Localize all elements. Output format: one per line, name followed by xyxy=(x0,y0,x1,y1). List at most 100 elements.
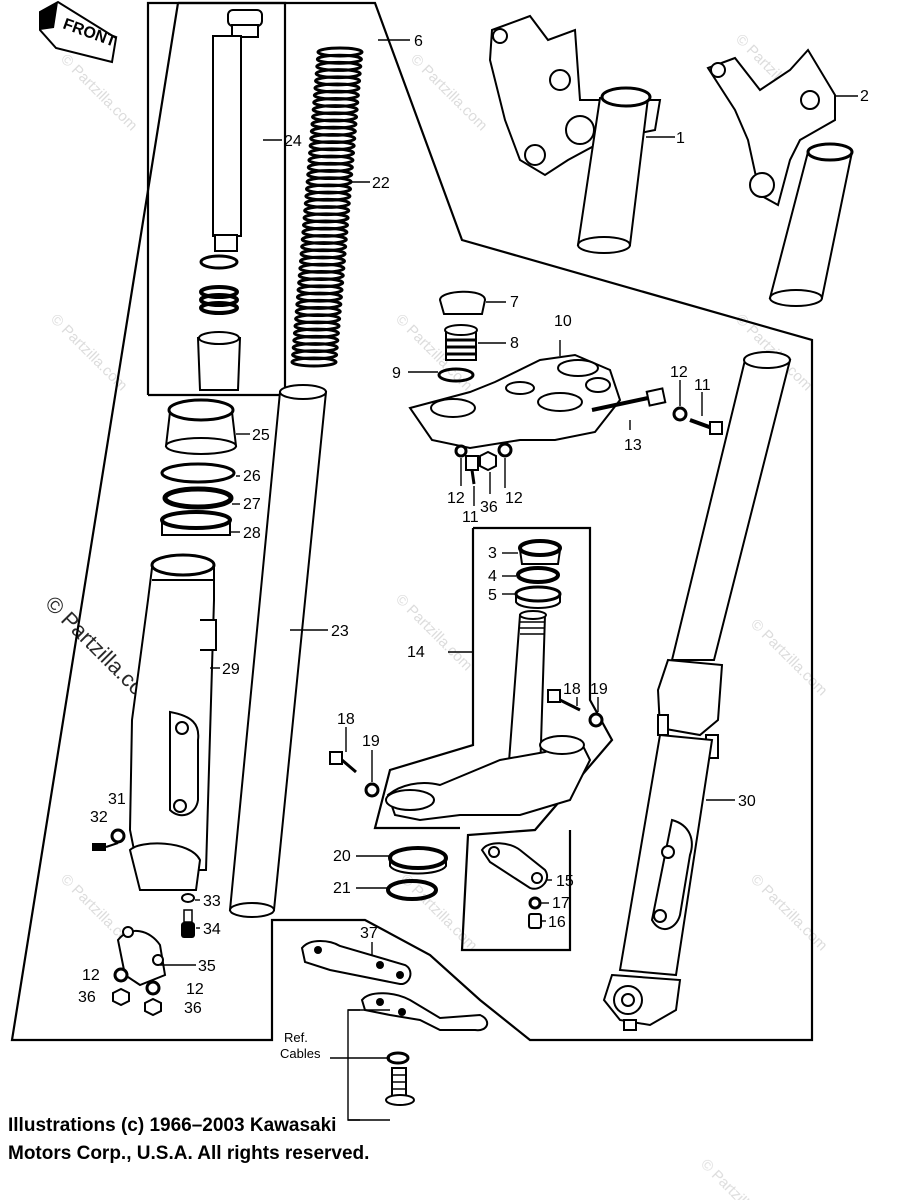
callout-8: 8 xyxy=(510,335,519,352)
callout-32: 32 xyxy=(90,809,108,826)
part-2-headlight-bracket-right xyxy=(706,48,854,307)
part-24-damper-rod xyxy=(196,9,263,391)
part-21-seal xyxy=(386,879,438,901)
part-5-bearing-race xyxy=(514,585,562,609)
part-12-washer xyxy=(497,442,513,458)
part-20-seal xyxy=(388,846,448,875)
part-12-washer xyxy=(145,980,161,996)
callout-12e: 12 xyxy=(186,981,204,998)
callout-23: 23 xyxy=(331,623,349,640)
part-34-bolt xyxy=(181,909,195,938)
callout-27: 27 xyxy=(243,496,261,513)
callout-12c: 12 xyxy=(505,490,523,507)
assembly-outlines xyxy=(10,1,814,1042)
callout-12b: 12 xyxy=(447,490,465,507)
copyright-line-1: Illustrations (c) 1966–2003 Kawasaki xyxy=(8,1115,337,1136)
ref-label: Ref. xyxy=(284,1030,308,1045)
callout-28: 28 xyxy=(243,525,261,542)
part-31-washer xyxy=(110,828,126,844)
callout-30: 30 xyxy=(738,793,756,810)
callout-29: 29 xyxy=(222,661,240,678)
callout-12a: 12 xyxy=(670,364,688,381)
part-15-plate xyxy=(480,842,549,890)
spring-coil xyxy=(290,356,338,368)
callout-10: 10 xyxy=(554,313,572,330)
callout-1: 1 xyxy=(676,130,685,147)
part-8-cap-bolt xyxy=(444,324,478,361)
callout-35: 35 xyxy=(198,958,216,975)
part-26-retaining-ring xyxy=(160,462,236,484)
callout-37: 37 xyxy=(360,925,378,942)
callout-36a: 36 xyxy=(78,989,96,1006)
callout-31: 31 xyxy=(108,791,126,808)
part-27-washer xyxy=(162,486,234,510)
watermark: © Partzilla.com xyxy=(747,616,830,699)
callout-16: 16 xyxy=(548,914,566,931)
watermark: © Partzilla.com xyxy=(697,1156,780,1200)
callout-36c: 36 xyxy=(480,499,498,516)
ref-cables-bracket xyxy=(330,1009,390,1121)
part-36-nut xyxy=(144,997,162,1017)
callout-34: 34 xyxy=(203,921,221,938)
part-37-cable-bracket xyxy=(300,940,489,1106)
callout-17: 17 xyxy=(552,895,570,912)
part-7-cap xyxy=(438,290,487,315)
watermark: © Partzilla.com xyxy=(57,51,140,134)
callout-24: 24 xyxy=(284,133,302,150)
part-30-outer-tube-right xyxy=(602,351,792,1031)
part-23-inner-tube xyxy=(228,384,328,918)
part-29-outer-tube-left xyxy=(128,553,217,891)
callout-22: 22 xyxy=(372,175,390,192)
part-36-nut xyxy=(479,450,497,472)
part-19-washer xyxy=(364,782,380,798)
part-33-washer xyxy=(181,893,195,903)
callout-2: 2 xyxy=(860,88,869,105)
copyright-notice: Illustrations (c) 1966–2003 Kawasaki Mot… xyxy=(8,1112,608,1168)
callout-33: 33 xyxy=(203,893,221,910)
callout-14: 14 xyxy=(407,644,425,661)
part-12-washer xyxy=(672,406,688,422)
callout-36b: 36 xyxy=(184,1000,202,1017)
front-arrow-icon: FRONT xyxy=(39,0,118,64)
part-19-washer xyxy=(588,712,604,728)
part-28-oil-seal xyxy=(160,510,232,536)
part-1-headlight-bracket-left xyxy=(488,14,662,254)
callout-11b: 11 xyxy=(462,509,479,526)
callout-7: 7 xyxy=(510,294,519,311)
callout-19b: 19 xyxy=(362,733,380,750)
cables-label: Cables xyxy=(280,1046,321,1061)
part-16-bolt xyxy=(528,913,542,929)
callout-21: 21 xyxy=(333,880,351,897)
part-9-o-ring xyxy=(437,367,475,383)
callout-6: 6 xyxy=(414,33,423,50)
part-11-bolt xyxy=(689,418,723,435)
callout-5: 5 xyxy=(488,587,497,604)
part-12-washer xyxy=(454,444,468,458)
callout-13: 13 xyxy=(624,437,642,454)
part-36-nut xyxy=(112,987,130,1007)
callout-19a: 19 xyxy=(590,681,608,698)
callout-26: 26 xyxy=(243,468,261,485)
callout-12d: 12 xyxy=(82,967,100,984)
part-13-bolt xyxy=(591,387,667,412)
part-32-bolt xyxy=(92,842,119,851)
watermark: © Partzilla.com xyxy=(397,871,480,954)
part-18-bolt xyxy=(329,751,357,774)
callout-11a: 11 xyxy=(694,377,711,394)
part-17-washer xyxy=(528,896,542,910)
part-3-bearing-cover xyxy=(518,539,562,565)
callout-15: 15 xyxy=(556,873,574,890)
callout-9: 9 xyxy=(392,365,401,382)
part-10-upper-bracket xyxy=(408,353,622,450)
callout-20: 20 xyxy=(333,848,351,865)
callout-labels: 1 2 3 4 5 6 7 8 9 10 11 11 12 12 12 12 1… xyxy=(78,33,869,1061)
part-12-washer xyxy=(113,967,129,983)
callout-25: 25 xyxy=(252,427,270,444)
part-18-bolt xyxy=(547,689,581,712)
callout-18b: 18 xyxy=(337,711,355,728)
watermark: © Partzilla.com xyxy=(392,591,475,674)
part-25-dust-seal xyxy=(164,398,238,455)
watermark: © Partzilla.com xyxy=(747,871,830,954)
callout-18a: 18 xyxy=(563,681,581,698)
